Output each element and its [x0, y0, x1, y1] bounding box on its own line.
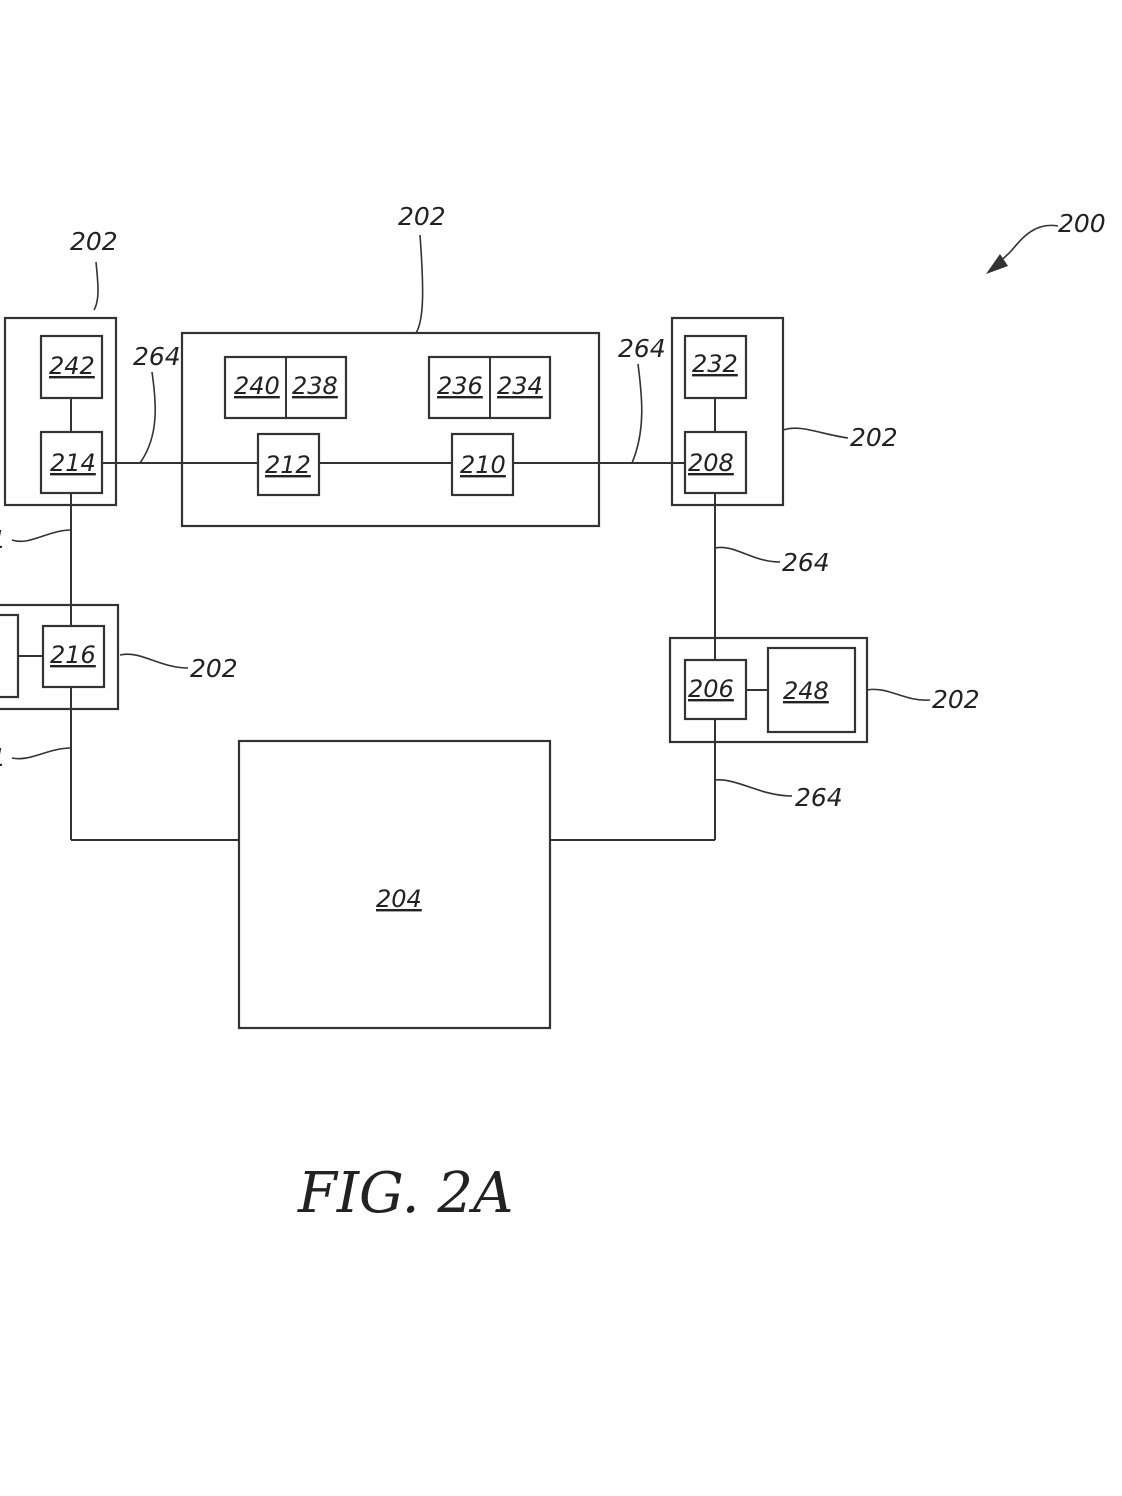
module-ref-label: 202 [932, 685, 980, 714]
module-outline [3, 316, 118, 507]
component-label: 214 [50, 449, 96, 477]
clipped-ref-leader [11, 529, 72, 543]
component-box [450, 432, 515, 497]
arrowhead-icon [986, 254, 1008, 274]
link-ref-leader [714, 546, 781, 563]
component-label: 242 [49, 352, 95, 380]
component-label: 248 [783, 677, 829, 705]
link-references: 264 264 264 264 [133, 334, 843, 812]
module-ref-label: 202 [850, 423, 898, 452]
component-label: 236 [437, 372, 483, 400]
central-unit: 204 [237, 739, 552, 1030]
component-label: 208 [688, 449, 734, 477]
link-ref-leader [631, 363, 643, 464]
component-label: 210 [460, 451, 506, 479]
component-box [256, 432, 321, 497]
module-right-middle: 206 248 202 [668, 636, 980, 744]
link-ref-label: 264 [133, 342, 181, 371]
module-top-right: 232 208 202 [670, 316, 898, 507]
component-label: 240 [234, 372, 280, 400]
central-unit-box [237, 739, 552, 1030]
left-edge-references: 1 1 [0, 525, 72, 772]
component-label: 232 [692, 350, 738, 378]
system-ref-label: 200 [1058, 209, 1106, 238]
module-top-center: 240 238 236 234 212 210 202 [180, 202, 601, 528]
module-ref-leader [119, 653, 189, 669]
module-outline [0, 603, 120, 711]
link-ref-label: 264 [618, 334, 666, 363]
module-outline [180, 331, 601, 528]
module-left-middle: 216 202 [0, 603, 238, 711]
link-ref-label: 264 [782, 548, 830, 577]
network-links [70, 462, 716, 841]
module-ref-leader [93, 261, 99, 311]
module-top-left: 242 214 202 [3, 227, 118, 507]
clipped-ref-label: 1 [0, 525, 6, 554]
component-label: 234 [497, 372, 543, 400]
figure-caption: FIG. 2A [297, 1161, 513, 1226]
link-ref-leader [714, 779, 793, 797]
module-outline [670, 316, 785, 507]
module-ref-leader [782, 427, 849, 439]
component-label: 238 [292, 372, 338, 400]
component-label: 216 [50, 641, 96, 669]
clipped-ref-label: 1 [0, 743, 6, 772]
module-ref-leader [866, 688, 931, 701]
module-ref-label: 202 [70, 227, 118, 256]
link-ref-leader [139, 371, 157, 464]
clipped-ref-leader [11, 747, 72, 760]
system-reference: 200 [986, 209, 1106, 274]
component-label: 206 [688, 675, 734, 703]
module-ref-label: 202 [398, 202, 446, 231]
module-ref-leader [415, 234, 424, 334]
component-box-clipped [0, 613, 20, 699]
module-ref-label: 202 [190, 654, 238, 683]
link-ref-label: 264 [795, 783, 843, 812]
component-label: 212 [265, 451, 311, 479]
central-unit-label: 204 [376, 885, 422, 913]
